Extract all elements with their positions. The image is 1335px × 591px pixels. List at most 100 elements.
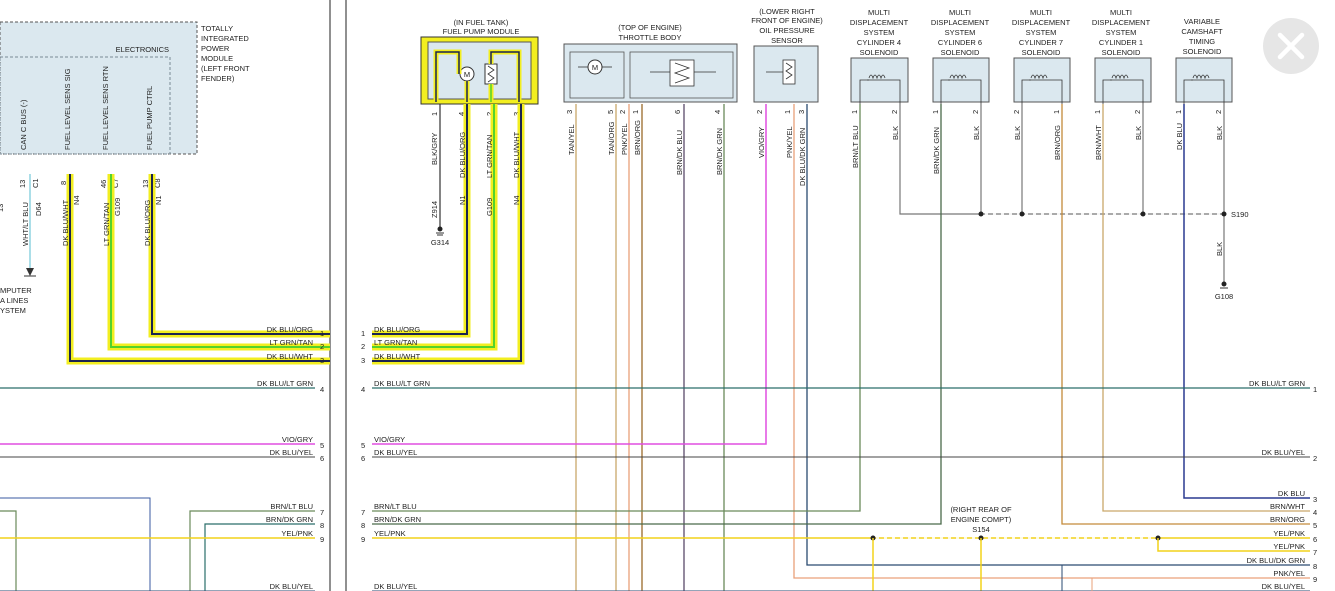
tb-pin-5: 5 [606, 110, 615, 114]
rc-label-9: PNK/YEL [1273, 569, 1305, 578]
tipm-pin-label-rtn: FUEL LEVEL SENS RTN [101, 66, 110, 150]
g108-label: G108 [1215, 292, 1233, 301]
tipm-title-3: MODULE [201, 54, 233, 63]
fpm-wire-1: BLK/GRY [430, 133, 439, 165]
tb-wire-6: BRN/DK BLU [675, 130, 684, 175]
right-bus-lines: (RIGHT REAR OF ENGINE COMPT) S154 [372, 387, 1310, 591]
tipm-wire-ctrl: DK BLU/ORG [143, 200, 152, 246]
partial-text-2: YSTEM [0, 306, 26, 315]
tipm-pin-label-can: CAN C BUS (-) [19, 99, 28, 150]
mds4-title-2: SYSTEM [864, 28, 895, 37]
lc-num-2: 2 [320, 342, 324, 351]
lc-label-10: DK BLU/YEL [270, 582, 313, 591]
mc-num-1: 1 [361, 329, 365, 338]
mc-label-3: DK BLU/WHT [374, 352, 421, 361]
ops-title-1: FRONT OF ENGINE) [751, 16, 823, 25]
lc-label-2: LT GRN/TAN [270, 338, 313, 347]
mc-label-2: LT GRN/TAN [374, 338, 417, 347]
rc-num-8: 8 [1313, 562, 1317, 571]
tipm-circuit-ctrl: N1 [154, 195, 163, 205]
mds4-title-3: CYLINDER 4 [857, 38, 901, 47]
tipm-circuit-can: D64 [34, 202, 43, 216]
fpm-pin-3: 3 [512, 112, 521, 116]
ops-pin-1: 1 [783, 110, 792, 114]
tb-motor: M [592, 63, 598, 72]
vct-pin-2: 2 [1214, 110, 1223, 114]
mds4-wire-2: BLK [891, 126, 900, 140]
tb-pin-3: 3 [565, 110, 574, 114]
mds7-title-0: MULTI [1030, 8, 1052, 17]
rc-num-7: 7 [1313, 548, 1317, 557]
tipm-title-0: TOTALLY [201, 24, 233, 33]
lc-label-9: YEL/PNK [281, 529, 313, 538]
mds1-pin-2: 2 [1133, 110, 1142, 114]
solenoid-wires: S190 BLK G108 [372, 104, 1310, 525]
lc-num-5: 5 [320, 441, 324, 450]
rc-num-6: 6 [1313, 535, 1317, 544]
tipm-pin-num-sig: 8 [59, 181, 68, 185]
s154-loc-0: (RIGHT REAR OF [950, 505, 1012, 514]
mc-label-7: BRN/LT BLU [374, 502, 417, 511]
mc-num-6: 6 [361, 454, 365, 463]
s154-loc-1: ENGINE COMPT) [951, 515, 1012, 524]
mds4-title-0: MULTI [868, 8, 890, 17]
lc-label-3: DK BLU/WHT [267, 352, 314, 361]
close-icon [1277, 32, 1305, 60]
mds4-pin-2: 2 [890, 110, 899, 114]
tipm-title-1: INTEGRATED [201, 34, 249, 43]
s190-wire: BLK [1215, 242, 1224, 256]
tipm-wire-sig: DK BLU/WHT [61, 199, 70, 246]
rc-num-1: 1 [1313, 385, 1317, 394]
tipm-title-5: FENDER) [201, 74, 235, 83]
tb-pin-4: 4 [713, 110, 722, 114]
vct-title-1: CAMSHAFT [1181, 27, 1223, 36]
lc-num-3: 3 [320, 356, 324, 365]
close-button[interactable] [1263, 18, 1319, 74]
mds-cyl6-solenoid: MULTI DISPLACEMENT SYSTEM CYLINDER 6 SOL… [931, 8, 990, 174]
tb-pin-6: 6 [673, 110, 682, 114]
mds6-pin-1: 1 [931, 110, 940, 114]
tipm-conn-can: C1 [31, 178, 40, 188]
lc-label-1: DK BLU/ORG [267, 325, 313, 334]
fpm-ground: G314 [431, 238, 449, 247]
fpm-wire-4: DK BLU/ORG [458, 132, 467, 178]
left-page-wires [0, 387, 315, 591]
right-connector: DK BLU/LT GRN DK BLU/YEL DK BLU BRN/WHT … [1247, 379, 1318, 591]
lc-num-7: 7 [320, 508, 324, 517]
mds7-title-3: CYLINDER 7 [1019, 38, 1063, 47]
rc-label-5: BRN/ORG [1270, 515, 1305, 524]
tipm-pin-num-rtn: 46 [99, 180, 108, 188]
mds7-wire-1: BRN/ORG [1053, 125, 1062, 160]
mc-num-3: 3 [361, 356, 365, 365]
rc-num-5: 5 [1313, 521, 1317, 530]
mc-num-5: 5 [361, 441, 365, 450]
mc-label-5: VIO/GRY [374, 435, 405, 444]
mds1-wire-1: BRN/WHT [1094, 125, 1103, 160]
throttle-body: (TOP OF ENGINE) THROTTLE BODY M 3 5 2 1 … [563, 23, 738, 591]
rc-label-1: DK BLU/LT GRN [1249, 379, 1305, 388]
ops-title-3: SENSOR [771, 36, 803, 45]
vct-title-2: TIMING [1189, 37, 1215, 46]
fpm-pin-1: 1 [430, 112, 439, 116]
ops-title-2: OIL PRESSURE [759, 26, 814, 35]
tipm-sub: ELECTRONICS [116, 45, 169, 54]
mds1-title-4: SOLENOID [1102, 48, 1141, 57]
tipm-conn-rtn: C7 [111, 178, 120, 188]
lc-num-1: 1 [320, 329, 324, 338]
tipm-edge-num: 13 [0, 204, 5, 212]
mds7-pin-1: 1 [1052, 110, 1061, 114]
vct-wire-1: DK BLU [1175, 123, 1184, 150]
mds6-title-4: SOLENOID [941, 48, 980, 57]
mds6-wire-2: BLK [972, 126, 981, 140]
mds1-title-2: SYSTEM [1106, 28, 1137, 37]
mc-label-1: DK BLU/ORG [374, 325, 420, 334]
fpm-pin-4: 4 [457, 112, 466, 116]
mds6-title-2: SYSTEM [945, 28, 976, 37]
mc-label-8: BRN/DK GRN [374, 515, 421, 524]
fpm-pin-2: 2 [485, 112, 494, 116]
fpm-title-1: FUEL PUMP MODULE [443, 27, 520, 36]
rc-label-3: DK BLU [1278, 489, 1305, 498]
rc-label-8: DK BLU/DK GRN [1247, 556, 1305, 565]
left-connector: DK BLU/ORG LT GRN/TAN DK BLU/WHT DK BLU/… [257, 325, 324, 591]
